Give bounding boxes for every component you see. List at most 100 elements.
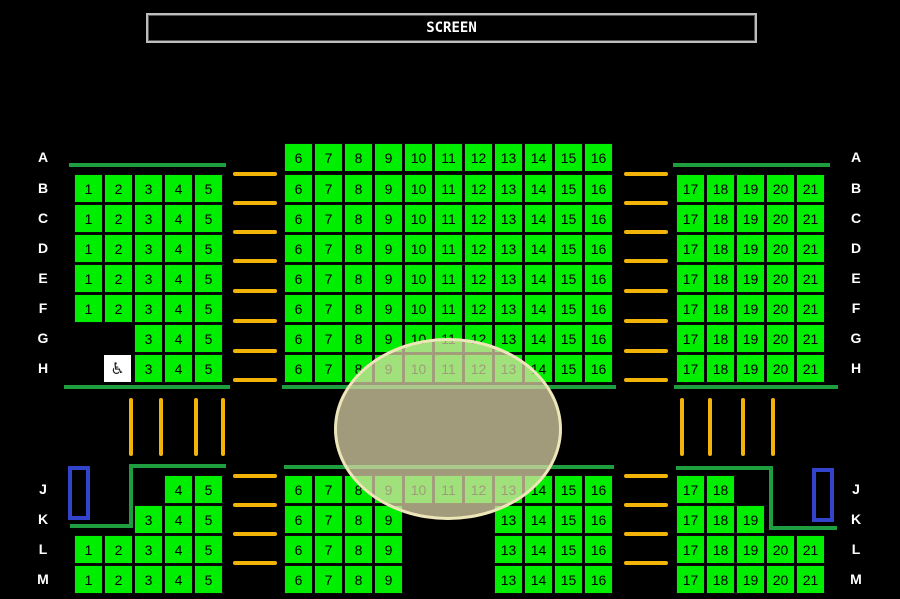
seat-F-7[interactable]: 7 xyxy=(314,294,343,323)
seat-B-8[interactable]: 8 xyxy=(344,174,373,203)
seat-M-20[interactable]: 20 xyxy=(766,565,795,594)
seat-E-20[interactable]: 20 xyxy=(766,264,795,293)
seat-B-18[interactable]: 18 xyxy=(706,174,735,203)
seat-E-8[interactable]: 8 xyxy=(344,264,373,293)
seat-H-4[interactable]: 4 xyxy=(164,354,193,383)
seat-F-8[interactable]: 8 xyxy=(344,294,373,323)
seat-B-21[interactable]: 21 xyxy=(796,174,825,203)
seat-B-16[interactable]: 16 xyxy=(584,174,613,203)
seat-B-3[interactable]: 3 xyxy=(134,174,163,203)
seat-D-5[interactable]: 5 xyxy=(194,234,223,263)
seat-E-1[interactable]: 1 xyxy=(74,264,103,293)
seat-D-8[interactable]: 8 xyxy=(344,234,373,263)
seat-C-17[interactable]: 17 xyxy=(676,204,705,233)
seat-E-19[interactable]: 19 xyxy=(736,264,765,293)
seat-E-4[interactable]: 4 xyxy=(164,264,193,293)
seat-F-21[interactable]: 21 xyxy=(796,294,825,323)
seat-C-16[interactable]: 16 xyxy=(584,204,613,233)
seat-L-18[interactable]: 18 xyxy=(706,535,735,564)
seat-C-11[interactable]: 11 xyxy=(434,204,463,233)
seat-J-18[interactable]: 18 xyxy=(706,475,735,504)
seat-C-19[interactable]: 19 xyxy=(736,204,765,233)
seat-F-16[interactable]: 16 xyxy=(584,294,613,323)
seat-E-3[interactable]: 3 xyxy=(134,264,163,293)
seat-J-15[interactable]: 15 xyxy=(554,475,583,504)
seat-K-18[interactable]: 18 xyxy=(706,505,735,534)
seat-E-21[interactable]: 21 xyxy=(796,264,825,293)
seat-M-7[interactable]: 7 xyxy=(314,565,343,594)
seat-J-7[interactable]: 7 xyxy=(314,475,343,504)
seat-C-12[interactable]: 12 xyxy=(464,204,493,233)
seat-L-7[interactable]: 7 xyxy=(314,535,343,564)
seat-D-1[interactable]: 1 xyxy=(74,234,103,263)
seat-C-3[interactable]: 3 xyxy=(134,204,163,233)
seat-G-5[interactable]: 5 xyxy=(194,324,223,353)
seat-C-14[interactable]: 14 xyxy=(524,204,553,233)
seat-D-9[interactable]: 9 xyxy=(374,234,403,263)
seat-M-18[interactable]: 18 xyxy=(706,565,735,594)
seat-F-1[interactable]: 1 xyxy=(74,294,103,323)
seat-B-4[interactable]: 4 xyxy=(164,174,193,203)
seat-A-6[interactable]: 6 xyxy=(284,143,313,172)
seat-E-6[interactable]: 6 xyxy=(284,264,313,293)
seat-L-20[interactable]: 20 xyxy=(766,535,795,564)
seat-E-9[interactable]: 9 xyxy=(374,264,403,293)
seat-C-7[interactable]: 7 xyxy=(314,204,343,233)
seat-A-15[interactable]: 15 xyxy=(554,143,583,172)
seat-K-8[interactable]: 8 xyxy=(344,505,373,534)
seat-C-2[interactable]: 2 xyxy=(104,204,133,233)
seat-G-15[interactable]: 15 xyxy=(554,324,583,353)
seat-F-13[interactable]: 13 xyxy=(494,294,523,323)
seat-G-21[interactable]: 21 xyxy=(796,324,825,353)
seat-E-13[interactable]: 13 xyxy=(494,264,523,293)
seat-M-13[interactable]: 13 xyxy=(494,565,523,594)
seat-C-6[interactable]: 6 xyxy=(284,204,313,233)
seat-J-5[interactable]: 5 xyxy=(194,475,223,504)
seat-D-17[interactable]: 17 xyxy=(676,234,705,263)
seat-B-11[interactable]: 11 xyxy=(434,174,463,203)
seat-L-9[interactable]: 9 xyxy=(374,535,403,564)
seat-G-16[interactable]: 16 xyxy=(584,324,613,353)
seat-B-20[interactable]: 20 xyxy=(766,174,795,203)
seat-L-21[interactable]: 21 xyxy=(796,535,825,564)
seat-B-5[interactable]: 5 xyxy=(194,174,223,203)
seat-H-3[interactable]: 3 xyxy=(134,354,163,383)
seat-A-16[interactable]: 16 xyxy=(584,143,613,172)
seat-H-15[interactable]: 15 xyxy=(554,354,583,383)
seat-L-16[interactable]: 16 xyxy=(584,535,613,564)
seat-G-6[interactable]: 6 xyxy=(284,324,313,353)
seat-B-13[interactable]: 13 xyxy=(494,174,523,203)
seat-F-15[interactable]: 15 xyxy=(554,294,583,323)
seat-L-13[interactable]: 13 xyxy=(494,535,523,564)
seat-M-3[interactable]: 3 xyxy=(134,565,163,594)
seat-K-4[interactable]: 4 xyxy=(164,505,193,534)
seat-E-7[interactable]: 7 xyxy=(314,264,343,293)
seat-G-19[interactable]: 19 xyxy=(736,324,765,353)
seat-F-11[interactable]: 11 xyxy=(434,294,463,323)
seat-M-9[interactable]: 9 xyxy=(374,565,403,594)
seat-E-14[interactable]: 14 xyxy=(524,264,553,293)
seat-D-4[interactable]: 4 xyxy=(164,234,193,263)
seat-K-15[interactable]: 15 xyxy=(554,505,583,534)
seat-L-6[interactable]: 6 xyxy=(284,535,313,564)
seat-K-7[interactable]: 7 xyxy=(314,505,343,534)
seat-C-4[interactable]: 4 xyxy=(164,204,193,233)
seat-F-19[interactable]: 19 xyxy=(736,294,765,323)
seat-K-13[interactable]: 13 xyxy=(494,505,523,534)
seat-B-10[interactable]: 10 xyxy=(404,174,433,203)
seat-G-7[interactable]: 7 xyxy=(314,324,343,353)
seat-F-6[interactable]: 6 xyxy=(284,294,313,323)
seat-L-3[interactable]: 3 xyxy=(134,535,163,564)
seat-M-16[interactable]: 16 xyxy=(584,565,613,594)
seat-D-10[interactable]: 10 xyxy=(404,234,433,263)
seat-E-12[interactable]: 12 xyxy=(464,264,493,293)
seat-F-4[interactable]: 4 xyxy=(164,294,193,323)
seat-A-13[interactable]: 13 xyxy=(494,143,523,172)
seat-K-17[interactable]: 17 xyxy=(676,505,705,534)
seat-D-3[interactable]: 3 xyxy=(134,234,163,263)
seat-H-17[interactable]: 17 xyxy=(676,354,705,383)
seat-K-5[interactable]: 5 xyxy=(194,505,223,534)
seat-L-14[interactable]: 14 xyxy=(524,535,553,564)
seat-F-18[interactable]: 18 xyxy=(706,294,735,323)
seat-H-18[interactable]: 18 xyxy=(706,354,735,383)
